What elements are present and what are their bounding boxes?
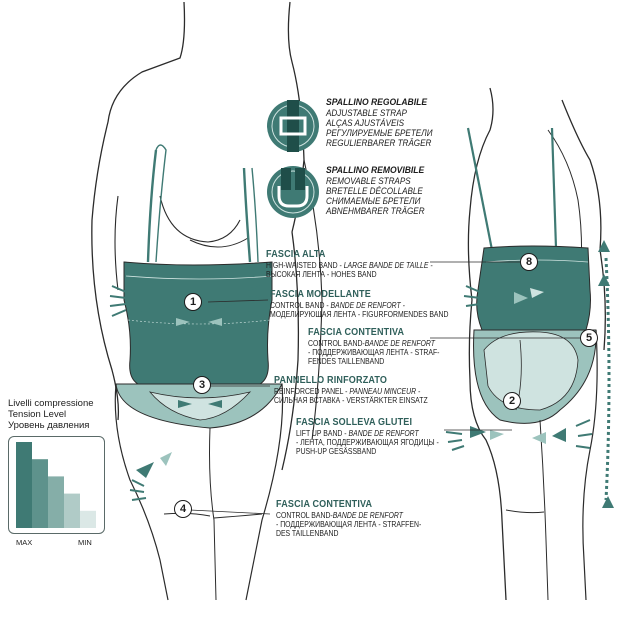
front-compression-arrows xyxy=(136,300,258,478)
front-compression-rays xyxy=(109,285,265,501)
callout-fascia-modellante: FASCIA MODELLANTE CONTROL BAND - BANDE D… xyxy=(270,288,449,319)
marker-4: 4 xyxy=(174,500,192,518)
compression-level-bar xyxy=(80,510,96,528)
back-leader-lines xyxy=(430,261,582,431)
adjustable-strap-icon xyxy=(267,100,319,152)
removable-strap-icon xyxy=(267,166,319,218)
removable-strap-label: SPALLINO REMOVIBILE REMOVABLE STRAPS BRE… xyxy=(326,165,425,217)
back-figure xyxy=(430,87,614,601)
callout-fascia-alta: FASCIA ALTA HIGH-WAISTED BAND - LARGE BA… xyxy=(266,248,433,279)
back-compression-rays xyxy=(445,285,593,451)
marker-2: 2 xyxy=(503,392,521,410)
compression-level-bar xyxy=(16,442,32,528)
legend-min-label: MIN xyxy=(78,538,92,547)
compression-level-bar xyxy=(48,476,64,528)
legend-box xyxy=(8,436,105,534)
adjustable-strap-label: SPALLINO REGOLABILE ADJUSTABLE STRAP ALÇ… xyxy=(326,97,433,149)
legend-title: Livelli compressione Tension Level Урове… xyxy=(8,398,94,431)
callout-pannello-rinforzato: PANNELLO RINFORZATO REINFORCED PANEL - P… xyxy=(274,374,428,405)
legend-max-label: MAX xyxy=(16,538,33,547)
compression-level-bar xyxy=(64,493,80,528)
marker-5: 5 xyxy=(580,329,598,347)
compression-level-bar xyxy=(32,459,48,528)
callout-fascia-contentiva-2: FASCIA CONTENTIVA CONTROL BAND-BANDE DE … xyxy=(276,498,422,538)
callout-fascia-solleva-glutei: FASCIA SOLLEVA GLUTEI LIFT UP BAND - BAN… xyxy=(296,416,439,456)
marker-8: 8 xyxy=(520,253,538,271)
back-compression-arrows xyxy=(470,240,614,508)
front-leader-lines xyxy=(189,299,271,515)
marker-1: 1 xyxy=(184,293,202,311)
marker-3: 3 xyxy=(193,376,211,394)
callout-fascia-contentiva-1: FASCIA CONTENTIVA CONTROL BAND-BANDE DE … xyxy=(308,326,440,366)
compression-level-bars xyxy=(16,442,96,528)
